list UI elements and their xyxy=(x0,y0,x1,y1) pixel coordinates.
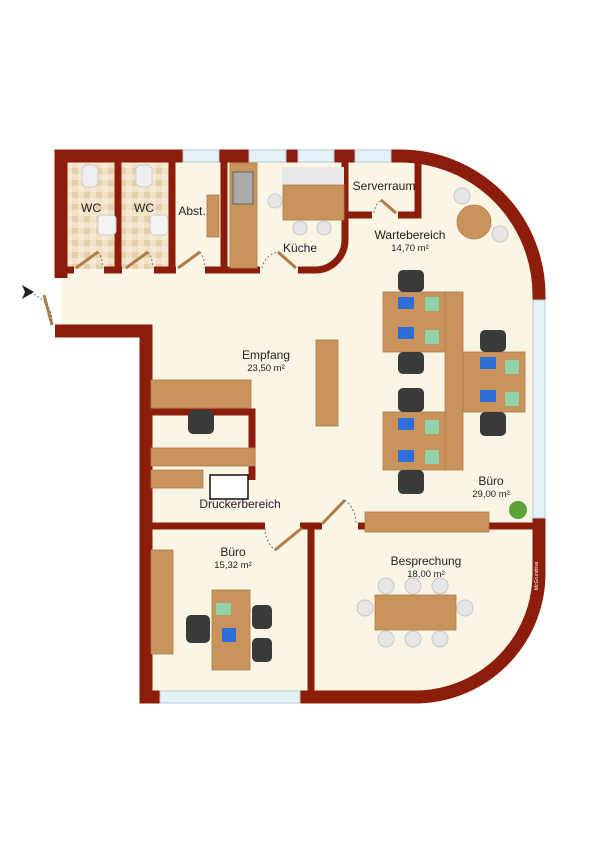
desk-cluster xyxy=(382,270,526,494)
window xyxy=(354,149,392,163)
interior-wall xyxy=(146,522,535,697)
chair xyxy=(453,187,471,205)
door[interactable] xyxy=(320,498,357,526)
room-label-kueche: Küche xyxy=(283,241,317,255)
toilet xyxy=(81,164,99,188)
room-label-wc: WC xyxy=(134,201,154,215)
laptop xyxy=(222,628,236,642)
chair xyxy=(267,193,283,209)
room-label-druckerbereich: Druckerbereich xyxy=(199,497,280,511)
sink xyxy=(149,214,169,236)
printer-icon xyxy=(209,474,249,500)
office-chair xyxy=(186,615,210,643)
room-area-besprechung: 18,00 m² xyxy=(407,569,445,580)
door[interactable] xyxy=(125,250,153,270)
abst-shelf xyxy=(206,194,220,238)
room-area-buero: 15,32 m² xyxy=(214,560,252,571)
room-label-buero: Büro xyxy=(220,545,246,559)
interior-wall xyxy=(114,160,228,270)
watermark: McGrundriss xyxy=(534,561,540,590)
room-area-empfang: 23,50 m² xyxy=(247,363,285,374)
sink xyxy=(97,214,117,236)
shelf xyxy=(150,447,256,467)
meeting-chairs xyxy=(356,577,474,648)
room-area-buero: 29,00 m² xyxy=(472,489,510,500)
kitchen-table xyxy=(282,184,345,221)
chair xyxy=(316,220,332,236)
room-label-buero: Büro xyxy=(478,474,504,488)
shelf xyxy=(150,549,174,655)
outer-wall xyxy=(54,149,546,704)
door[interactable] xyxy=(75,250,103,270)
door[interactable] xyxy=(373,198,397,215)
stove-icon xyxy=(232,171,254,205)
room-label-wartebereich: Wartebereich xyxy=(375,228,446,242)
shelf xyxy=(150,469,204,489)
window xyxy=(248,149,287,163)
round-table xyxy=(456,204,492,240)
window xyxy=(182,149,220,163)
office-chair xyxy=(188,410,214,434)
window xyxy=(297,149,335,163)
interior-wall xyxy=(64,160,349,274)
door[interactable] xyxy=(29,292,54,326)
room-label-wc: WC xyxy=(81,201,101,215)
room-label-serverraum: Serverraum xyxy=(353,179,416,193)
room-label-besprechung: Besprechung xyxy=(391,554,462,568)
toilet xyxy=(135,164,153,188)
window xyxy=(159,690,301,704)
shelf xyxy=(315,339,339,427)
chair xyxy=(491,225,509,243)
entrance-arrow-icon xyxy=(22,285,34,299)
room-area-wartebereich: 14,70 m² xyxy=(391,243,429,254)
office-chair xyxy=(252,605,272,629)
interior-wall xyxy=(341,160,422,219)
door[interactable] xyxy=(264,526,303,552)
kitchen-bench xyxy=(282,167,344,185)
door[interactable] xyxy=(261,250,297,270)
room-label-empfang: Empfang xyxy=(242,348,290,362)
office-chair xyxy=(252,638,272,662)
chair xyxy=(292,220,308,236)
meeting-table xyxy=(374,594,457,631)
plant-icon xyxy=(509,501,527,519)
door[interactable] xyxy=(177,250,205,270)
reception-desk xyxy=(150,379,252,409)
notepad xyxy=(216,603,231,615)
window xyxy=(532,299,546,519)
shelf xyxy=(364,511,490,533)
room-label-abst: Abst. xyxy=(178,204,205,218)
